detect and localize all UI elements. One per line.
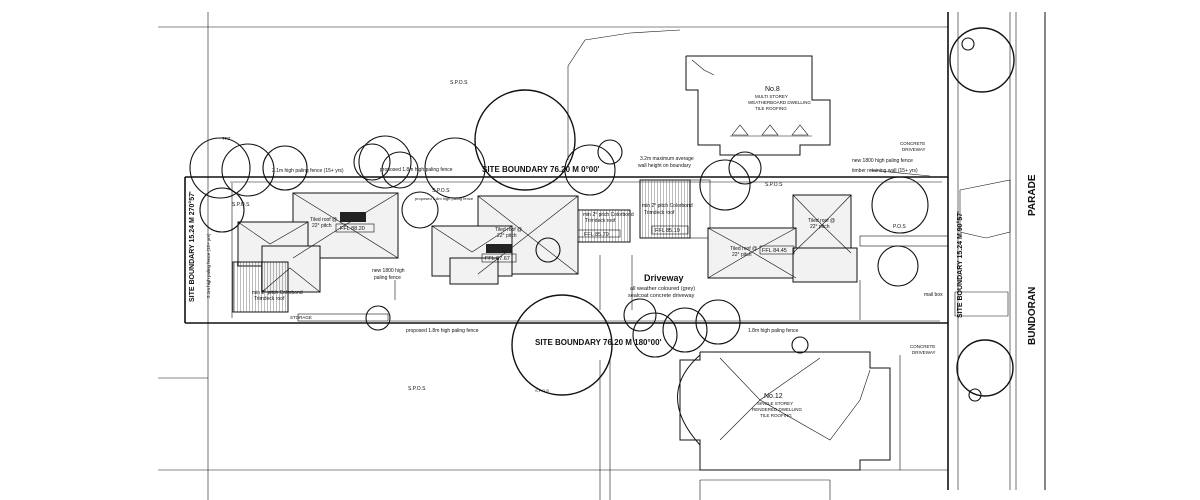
neighbour-no8 <box>685 55 831 156</box>
dimension-ticks <box>394 169 931 320</box>
no12-note-2: RENDERED DWELLING <box>752 407 803 412</box>
neighbour-no12 <box>677 351 891 471</box>
dwelling-1 <box>232 192 399 322</box>
no8-note-2: WEATHERBOARD DWELLING <box>748 100 811 105</box>
no8-note-3: TILE ROOFING <box>755 106 787 111</box>
site-boundary-north: SITE BOUNDARY 76.20 M 0°00' <box>482 165 600 174</box>
ffl-1: FFL 88.20 <box>340 226 365 232</box>
roof-note-4: Trimdeck roof <box>585 218 616 224</box>
driveway-title: Driveway <box>644 273 684 283</box>
tiled-roof-1: Tiled roof @ <box>310 217 337 223</box>
ffl-2: FFL 87.67 <box>485 256 510 262</box>
fence-note-3: 2.1m high paling fence (15+ yrs) <box>206 233 211 298</box>
site-boundary-east: SITE BOUNDARY 15.24 M 90°57' <box>956 211 964 318</box>
carport <box>639 179 711 239</box>
spos-1: S.P.O.S <box>450 80 468 86</box>
no12-title: No.12 <box>764 393 783 400</box>
street-name-parade: PARADE <box>1027 174 1038 216</box>
tiled-roof-4: Tiled roof @ <box>808 218 835 224</box>
street-name-bundoran: BUNDORAN <box>1027 287 1038 345</box>
concrete-2: DRIVEWAY <box>902 147 926 152</box>
roof-note-1: min 2° pitch Colorbond <box>252 290 303 296</box>
no8-title: No.8 <box>765 86 780 93</box>
fence-note-7: paling fence <box>374 275 401 281</box>
trees <box>189 89 929 396</box>
fence-note-1: 2.1m high paling fence (15+ yrs) <box>272 168 344 174</box>
spos-4: S.P.O.S <box>765 182 783 188</box>
fence-note-8: 1.8m high paling fence <box>748 328 799 334</box>
mail-box: mail box <box>924 292 943 298</box>
dwelling-2 <box>431 195 631 285</box>
driveway-note-2: sealcoat concrete driveway <box>628 293 695 299</box>
no12-note-1: SINGLE STOREY <box>757 401 793 406</box>
tiled-roof-2-pitch: 22° pitch <box>497 233 517 239</box>
tiled-roof-4-pitch: 22° pitch <box>810 224 830 230</box>
tiled-roof-3-pitch: 22° pitch <box>732 252 752 258</box>
concrete-4: DRIVEWAY <box>912 350 936 355</box>
no8-note-1: MULTI STOREY <box>755 94 788 99</box>
roof-note-6: Trimdeck roof <box>644 210 675 216</box>
fence-note-9: proposed 1.8m high paling fence <box>415 196 474 201</box>
fence-note-4: proposed 1.8m high paling fence <box>406 328 479 334</box>
concrete-3: CONCRETE <box>910 344 935 349</box>
site-boundary-west: SITE BOUNDARY 15.24 M 270°57' <box>188 191 196 302</box>
tiled-roof-3: Tiled roof @ <box>730 246 757 252</box>
ffl-3: FFL 85.79 <box>584 232 609 238</box>
dwelling-3 <box>707 194 949 283</box>
spos-6: S.P.O.S <box>535 388 549 393</box>
spos-3: S.P.O.S <box>432 188 450 194</box>
pos: P.O.S <box>893 224 906 230</box>
roof-note-5: min 2° pitch Colorbond <box>642 203 693 209</box>
no12-note-3: TILE ROOFING <box>760 413 792 418</box>
tiled-roof-2: Tiled roof @ <box>495 227 522 233</box>
wall-note-1: 3.2m maximum average <box>640 156 694 162</box>
ffl-5: FFL 84.45 <box>762 248 787 254</box>
roof-note-3: min 2° pitch Colorbond <box>583 212 634 218</box>
wall-note-2: wall height on boundary <box>638 163 691 169</box>
storage: STORAGE <box>290 315 312 320</box>
spos-5: S.P.O.S <box>408 386 426 392</box>
fence-note-5: new 1800 high paling fence <box>852 158 913 164</box>
fence-note-2: proposed 1.8m high paling fence <box>380 167 453 173</box>
fence-note-6: new 1800 high <box>372 268 405 274</box>
spos-2: S.P.O.S <box>232 202 250 208</box>
ffl-4: FFL 85.19 <box>655 228 680 234</box>
fence-note-10: timber retaining wall (15+ yrs) <box>852 168 918 174</box>
annotations: SITE BOUNDARY 76.20 M 0°00' SITE BOUNDAR… <box>188 80 1038 418</box>
site-boundary-south: SITE BOUNDARY 76.20 M 180°00' <box>535 338 662 347</box>
driveway-note-1: all weather coloured (grey) <box>630 286 695 292</box>
street-edge <box>947 12 1046 490</box>
tpz-label: TPZ <box>222 136 231 141</box>
tiled-roof-1-pitch: 22° pitch <box>312 223 332 229</box>
roof-note-2: Trimdeck roof <box>254 296 285 302</box>
concrete-1: CONCRETE <box>900 141 925 146</box>
